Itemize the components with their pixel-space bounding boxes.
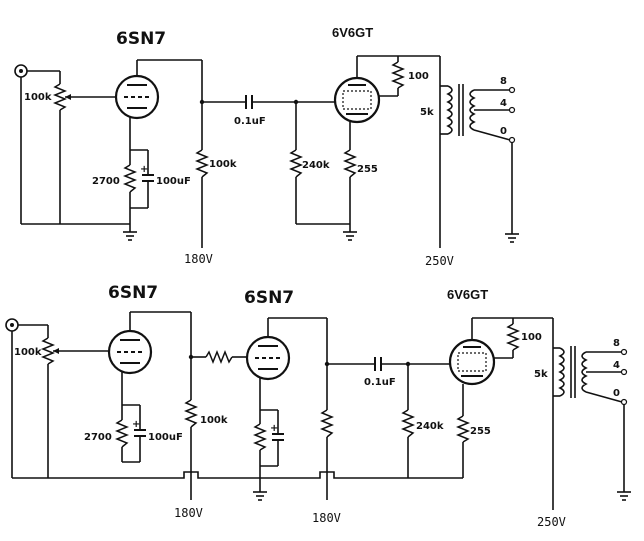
bottom-plate-resistor-label: 100k <box>200 415 228 426</box>
svg-text:+: + <box>270 423 278 434</box>
top-driver-tube-label: 6SN7 <box>116 29 166 49</box>
bottom-cathode-cap-label: 100uF <box>148 432 183 443</box>
bottom-volume-pot-label: 100k <box>14 347 42 358</box>
top-supply-output: 250V <box>425 254 454 268</box>
bottom-tube2-cathode-resistor <box>252 423 268 451</box>
top-screen-resistor-label: 100 <box>408 71 429 82</box>
top-driver-tube <box>114 74 160 120</box>
bottom-transformer-primary <box>558 347 565 397</box>
bottom-tube1 <box>107 329 153 375</box>
svg-text:+: + <box>140 164 148 175</box>
bottom-tap-8: 8 <box>613 338 620 349</box>
top-output-cathode-resistor <box>342 149 358 178</box>
top-plate-resistor-label: 100k <box>209 159 237 170</box>
top-volume-pot-label: 100k <box>24 92 52 103</box>
bottom-tube2 <box>245 335 291 381</box>
top-output-cathode-resistor-label: 255 <box>357 164 378 175</box>
bottom-transformer-secondary <box>581 351 588 393</box>
bottom-output-cathode-resistor <box>455 415 471 443</box>
bottom-screen-resistor <box>505 323 521 351</box>
bottom-volume-pot <box>40 337 56 365</box>
bottom-cathode-resistor <box>114 419 130 448</box>
bottom-tube1-label: 6SN7 <box>108 283 158 303</box>
bottom-supply-1: 180V <box>174 506 203 520</box>
bottom-output-cathode-resistor-label: 255 <box>470 426 491 437</box>
top-transformer-label: 5k <box>420 107 434 118</box>
bottom-grid-stopper <box>205 349 233 365</box>
bottom-supply-2: 180V <box>312 511 341 525</box>
bottom-screen-resistor-label: 100 <box>521 332 542 343</box>
bottom-tap-0: 0 <box>613 388 620 399</box>
top-grid-resistor <box>288 149 304 178</box>
top-coupling-cap-label: 0.1uF <box>234 116 266 127</box>
top-transformer-primary <box>446 85 453 135</box>
top-screen-resistor <box>390 61 406 89</box>
svg-text:+: + <box>132 419 140 430</box>
top-circuit: 100k 6SN7 + 2700 100uF 10 <box>14 25 519 268</box>
bottom-grid-resistor-label: 240k <box>416 421 444 432</box>
top-grid-resistor-label: 240k <box>302 160 330 171</box>
top-cathode-resistor-label: 2700 <box>92 176 120 187</box>
bottom-coupling-cap-label: 0.1uF <box>364 377 396 388</box>
bottom-output-tube-label: 6V6GT <box>447 287 488 302</box>
bottom-cathode-resistor-label: 2700 <box>84 432 112 443</box>
bottom-supply-output: 250V <box>537 515 566 529</box>
top-volume-pot <box>52 83 68 111</box>
top-plate-resistor <box>194 149 210 178</box>
bottom-grid-resistor <box>400 409 416 438</box>
bottom-tap-4: 4 <box>613 360 620 371</box>
bottom-tube2-plate-resistor <box>319 409 335 438</box>
bottom-circuit: 100k 6SN7 + 2700 100uF 100k 180V <box>5 283 631 529</box>
top-cathode-cap-label: 100uF <box>156 176 191 187</box>
top-tap-8: 8 <box>500 76 507 87</box>
top-supply-driver: 180V <box>184 252 213 266</box>
top-cathode-resistor <box>122 164 138 193</box>
top-transformer-secondary <box>469 89 476 131</box>
top-tap-4: 4 <box>500 98 507 109</box>
bottom-tube2-label: 6SN7 <box>244 288 294 308</box>
bottom-transformer-label: 5k <box>534 369 548 380</box>
top-output-tube-label: 6V6GT <box>332 25 373 40</box>
bottom-plate-resistor <box>183 399 199 428</box>
top-tap-0: 0 <box>500 126 507 137</box>
